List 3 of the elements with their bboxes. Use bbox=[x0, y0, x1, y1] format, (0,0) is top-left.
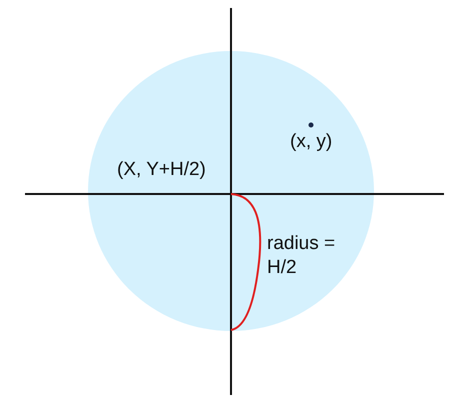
coordinate-label: radius = H/2 bbox=[267, 232, 336, 280]
coordinate-label: (X, Y+H/2) bbox=[117, 158, 206, 182]
coordinate-label: (x, y) bbox=[290, 130, 332, 154]
